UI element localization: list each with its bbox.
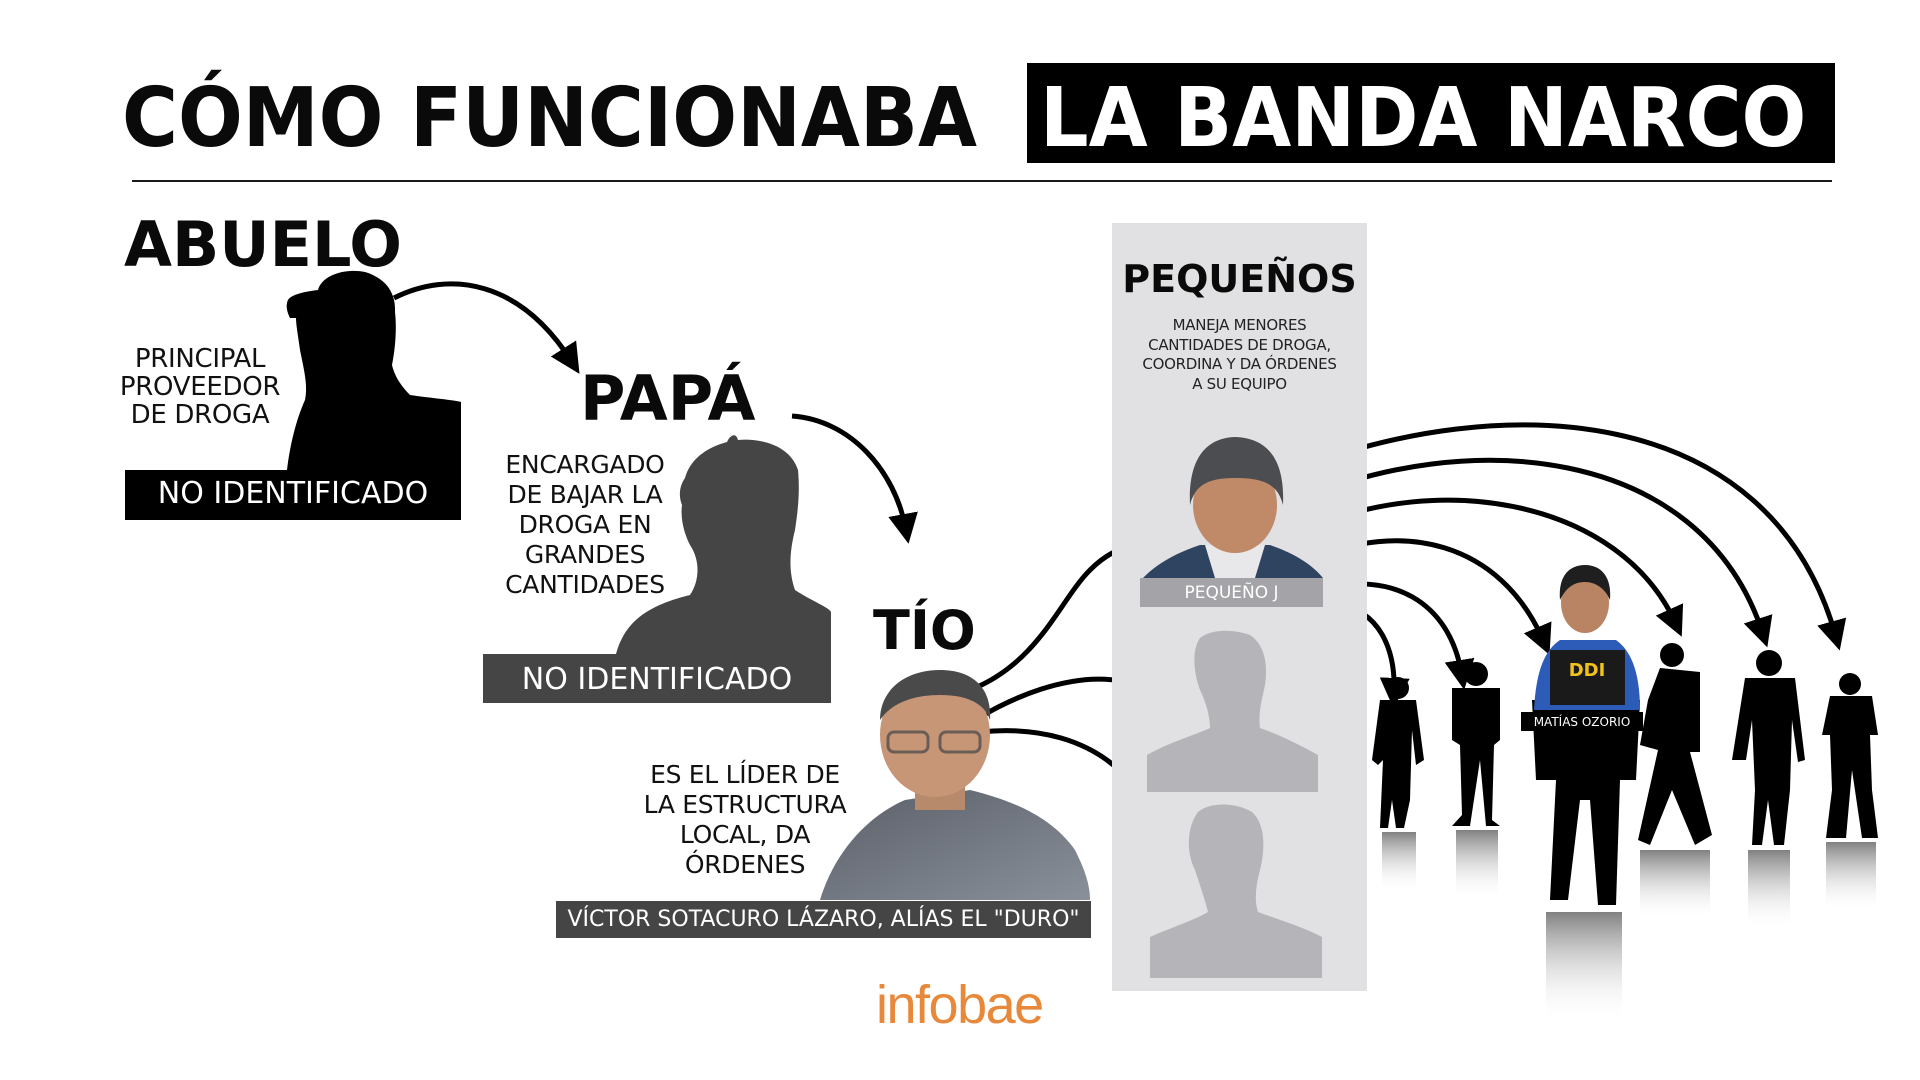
- header-divider: [132, 180, 1832, 182]
- abuelo-description: PRINCIPAL PROVEEDOR DE DROGA: [119, 344, 281, 430]
- role-title-abuelo: ABUELO: [124, 208, 402, 281]
- arrow-pj-team-5: [1298, 457, 1773, 648]
- title-highlight-box: [1027, 63, 1835, 163]
- infobae-logo: infobae: [876, 975, 1044, 1035]
- role-title-tio: TÍO: [873, 599, 976, 662]
- arrow-pj-team-6: [1294, 422, 1847, 651]
- pequenos-description: MANEJA MENORES CANTIDADES DE DROGA, COOR…: [1142, 316, 1337, 393]
- abuelo-label: NO IDENTIFICADO: [157, 475, 429, 511]
- tio-description: ES EL LÍDER DE LA ESTRUCTURA LOCAL, DA Ó…: [643, 760, 847, 879]
- role-title-papa: PAPÁ: [580, 362, 756, 435]
- title-part-2: LA BANDA NARCO: [1040, 71, 1807, 166]
- papa-label: NO IDENTIFICADO: [521, 661, 793, 697]
- arrow-papa-tio: [791, 413, 918, 544]
- pequeno-j-label: PEQUEÑO J: [1140, 578, 1323, 607]
- matias-ozorio-label: MATÍAS OZORIO: [1521, 712, 1643, 731]
- papa-description: ENCARGADO DE BAJAR LA DROGA EN GRANDES C…: [505, 450, 665, 599]
- tio-name-label: VÍCTOR SOTACURO LÁZARO, ALÍAS EL "DURO": [556, 901, 1091, 938]
- role-title-pequenos: PEQUEÑOS: [1122, 257, 1357, 301]
- arrow-abuelo-papa: [392, 281, 580, 374]
- title-part-1: CÓMO FUNCIONABA: [122, 71, 978, 166]
